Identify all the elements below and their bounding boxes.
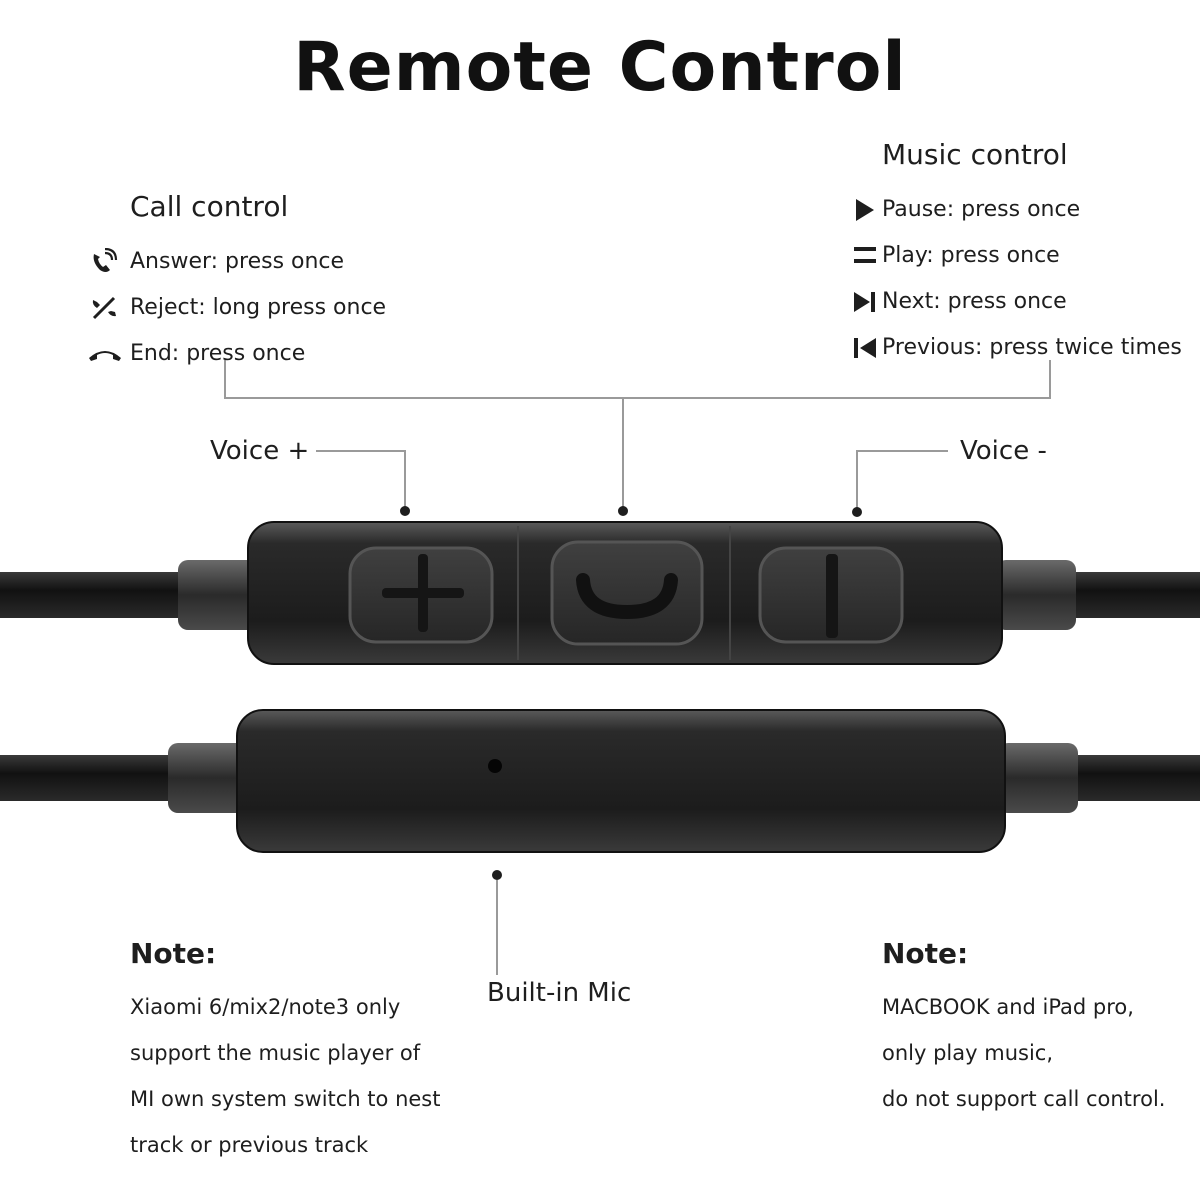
lower-cable-right <box>1070 755 1200 801</box>
left-note-line: MI own system switch to nest <box>130 1087 441 1111</box>
upper-collar-right <box>996 560 1076 630</box>
left-note-heading: Note: <box>130 937 217 970</box>
upper-collar-left <box>178 560 258 630</box>
next-track-icon <box>852 288 886 316</box>
right-note-line: only play music, <box>882 1041 1053 1065</box>
call-button <box>550 540 704 646</box>
page-title: Remote Control <box>293 28 907 107</box>
voice-minus-leader <box>856 450 948 508</box>
phone-hangup-icon <box>86 340 121 368</box>
phone-ringing-icon <box>88 247 122 276</box>
play-icon <box>852 196 886 224</box>
call-control-bracket <box>224 360 1051 399</box>
leader-lines <box>224 360 1051 975</box>
music-control-heading: Music control <box>882 138 1068 171</box>
right-note-line: do not support call control. <box>882 1087 1166 1111</box>
pause-icon <box>852 242 886 270</box>
left-note-line: Xiaomi 6/mix2/note3 only <box>130 995 401 1019</box>
upper-cable-right <box>1060 572 1200 618</box>
voice-minus-label: Voice - <box>960 436 1047 466</box>
music-item-pause: Pause: press once <box>882 197 1081 222</box>
call-control-heading: Call control <box>130 190 289 223</box>
left-note-line: support the music player of <box>130 1041 421 1065</box>
lower-collar-left <box>168 743 248 813</box>
volume-up-button <box>348 546 494 644</box>
upper-cable-left <box>0 572 190 618</box>
music-item-next: Next: press once <box>882 289 1067 314</box>
right-note-line: MACBOOK and iPad pro, <box>882 995 1134 1019</box>
phone-reject-icon <box>88 294 122 322</box>
voice-plus-dot <box>400 506 410 516</box>
music-item-previous: Previous: press twice times <box>882 335 1182 360</box>
call-item-reject: Reject: long press once <box>130 295 387 320</box>
built-in-mic-label: Built-in Mic <box>487 978 632 1008</box>
call-item-end: End: press once <box>130 341 306 366</box>
lower-collar-right <box>998 743 1078 813</box>
voice-plus-leader <box>316 450 406 508</box>
previous-track-icon <box>852 334 886 362</box>
lower-remote-body <box>236 709 1006 853</box>
volume-down-button <box>758 546 904 644</box>
right-note-heading: Note: <box>882 937 969 970</box>
music-item-play: Play: press once <box>882 243 1060 268</box>
call-item-answer: Answer: press once <box>130 249 345 274</box>
voice-minus-dot <box>852 507 862 517</box>
mic-dot <box>492 870 502 880</box>
mic-hole <box>488 759 502 773</box>
voice-plus-label: Voice + <box>210 436 310 466</box>
lower-cable-left <box>0 755 180 801</box>
left-note-line: track or previous track <box>130 1133 369 1157</box>
center-button-dot <box>618 506 628 516</box>
